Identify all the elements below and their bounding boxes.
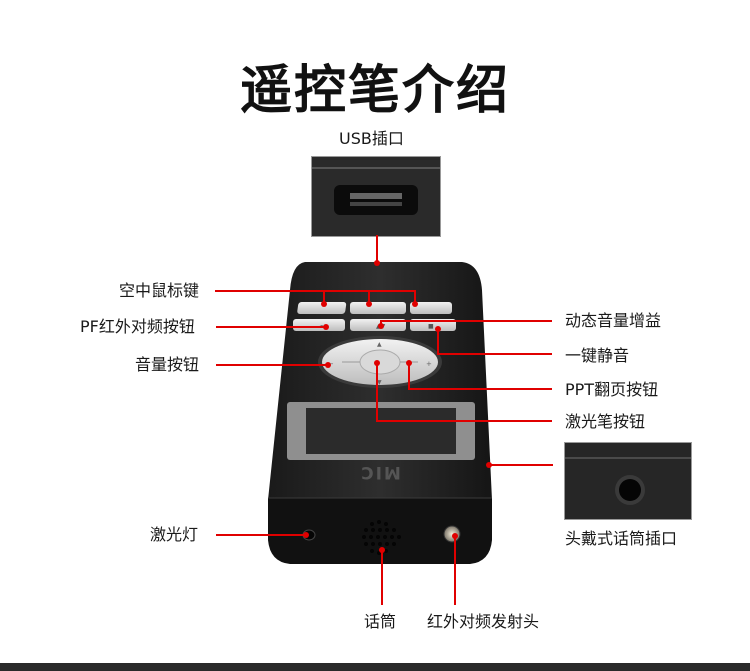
label-laser-pen-button: 激光笔按钮 (565, 412, 646, 431)
callout-ppt-v (408, 363, 410, 390)
callout-pf-ir (216, 326, 326, 328)
callout-mute-h (437, 353, 552, 355)
svg-text:−: − (328, 360, 334, 368)
callout-pf-ir-dot (323, 324, 329, 330)
callout-ir-emitter (454, 536, 456, 605)
callout-volume (216, 364, 328, 366)
callout-headset-dot (486, 462, 492, 468)
callout-laser-light-dot (303, 532, 309, 538)
callout-laser-light (216, 534, 306, 536)
callout-air-mouse-v2 (368, 290, 370, 304)
svg-text:▲: ▲ (377, 341, 382, 348)
mic-marking: MIC (359, 462, 401, 482)
label-one-key-mute: 一键静音 (565, 346, 630, 365)
callout-air-mouse-h (215, 290, 415, 292)
page-title: 遥控笔介绍 (239, 61, 510, 121)
callout-air-mouse-v1 (323, 290, 325, 304)
callout-volume-dot (325, 362, 331, 368)
headset-port-closeup (564, 442, 692, 520)
usb-port-icon (312, 157, 440, 236)
callout-dynamic-gain-dot (378, 323, 384, 329)
callout-mute-dot (435, 326, 441, 332)
callout-usb (376, 235, 378, 263)
label-usb-port: USB插口 (339, 129, 404, 148)
label-dynamic-volume-gain: 动态音量增益 (565, 311, 662, 330)
label-air-mouse-key: 空中鼠标键 (119, 281, 200, 300)
callout-laser-pen-h (376, 420, 552, 422)
microphone-grille (362, 520, 401, 555)
callout-microphone (381, 550, 383, 605)
svg-text:■: ■ (428, 323, 434, 330)
label-laser-light: 激光灯 (150, 525, 199, 544)
callout-usb-dot (374, 260, 380, 266)
callout-air-mouse-v3 (414, 290, 416, 304)
label-microphone: 话筒 (364, 612, 397, 631)
usb-port-closeup (311, 156, 441, 237)
callout-mute-v (437, 329, 439, 355)
callout-air-mouse-dot3 (412, 301, 418, 307)
headset-jack-icon (565, 443, 691, 519)
dpad: − + ▲ ▼ (318, 336, 442, 388)
label-headset-port: 头戴式话筒插口 (565, 529, 678, 548)
callout-laser-pen-v (376, 363, 378, 422)
callout-laser-pen-dot (374, 360, 380, 366)
label-ir-pair-emitter: 红外对频发射头 (427, 612, 540, 631)
label-pf-ir-pair-button: PF红外对频按钮 (80, 317, 195, 336)
svg-text:+: + (426, 360, 432, 368)
air-mouse-keys (297, 302, 452, 314)
callout-ppt-h (408, 388, 552, 390)
bottom-divider (0, 663, 750, 671)
label-volume-button: 音量按钮 (135, 355, 200, 374)
callout-headset (489, 464, 553, 466)
callout-dynamic-gain-h (380, 320, 552, 322)
svg-text:▼: ▼ (377, 379, 382, 386)
callout-ppt-dot (406, 360, 412, 366)
label-ppt-page-button: PPT翻页按钮 (565, 380, 659, 399)
callout-air-mouse-dot1 (321, 301, 327, 307)
callout-ir-emitter-dot (452, 533, 458, 539)
callout-microphone-dot (379, 547, 385, 553)
callout-air-mouse-dot2 (366, 301, 372, 307)
